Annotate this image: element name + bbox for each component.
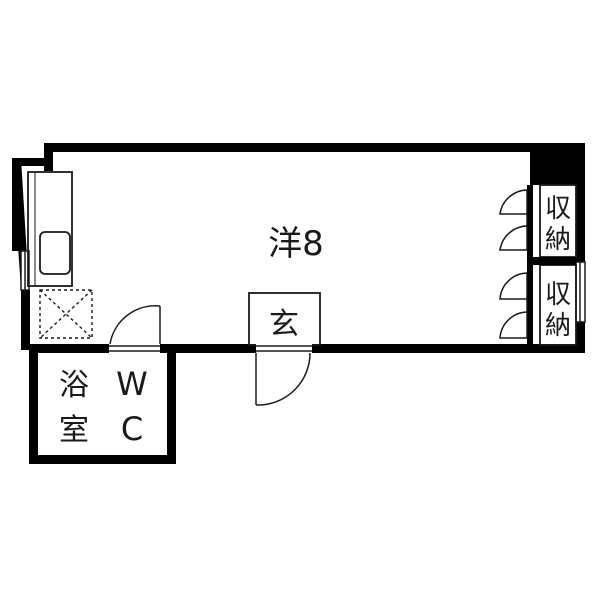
wall-bath-top — [29, 344, 109, 353]
wall-nook-top — [12, 158, 49, 166]
entrance-door-gap — [256, 344, 312, 353]
wall-bath-right — [167, 344, 176, 464]
label-wc-1: W — [116, 365, 148, 403]
wall-bottom-right — [312, 344, 585, 353]
bath-door-gap — [109, 344, 160, 353]
walls — [12, 143, 585, 464]
closet-bottom-door-icon — [499, 272, 528, 339]
label-bath-1: 浴 — [59, 368, 89, 403]
window-left — [20, 250, 30, 291]
room-labels: 洋8 玄 収 納 収 納 浴 室 W C — [59, 194, 571, 448]
kitchen-counter — [27, 171, 73, 287]
entrance-door-icon — [255, 345, 312, 406]
label-entrance: 玄 — [269, 307, 299, 342]
label-wc-2: C — [121, 410, 143, 448]
label-closet-bottom-1: 収 — [545, 280, 571, 310]
wall-bottom-left — [160, 344, 256, 353]
sink-icon — [39, 231, 71, 275]
wall-pillar-top-right — [530, 143, 584, 185]
label-bath-2: 室 — [59, 413, 89, 448]
bath-door-icon — [109, 305, 161, 352]
wall-main-left — [44, 143, 53, 171]
fridge-space-icon — [39, 289, 93, 339]
wall-bath-bottom — [29, 455, 176, 464]
wall-nook-left-lower — [21, 290, 30, 350]
wall-right — [576, 143, 585, 351]
closet-divider — [527, 257, 576, 265]
wall-bath-left — [29, 344, 38, 464]
wall-top — [44, 143, 534, 152]
label-western-room: 洋8 — [268, 224, 324, 264]
label-closet-top-1: 収 — [545, 194, 571, 224]
label-closet-bottom-2: 納 — [545, 311, 571, 341]
window-right — [575, 261, 586, 323]
label-closet-top-2: 納 — [545, 225, 571, 255]
closet-top-door-icon — [499, 189, 528, 251]
